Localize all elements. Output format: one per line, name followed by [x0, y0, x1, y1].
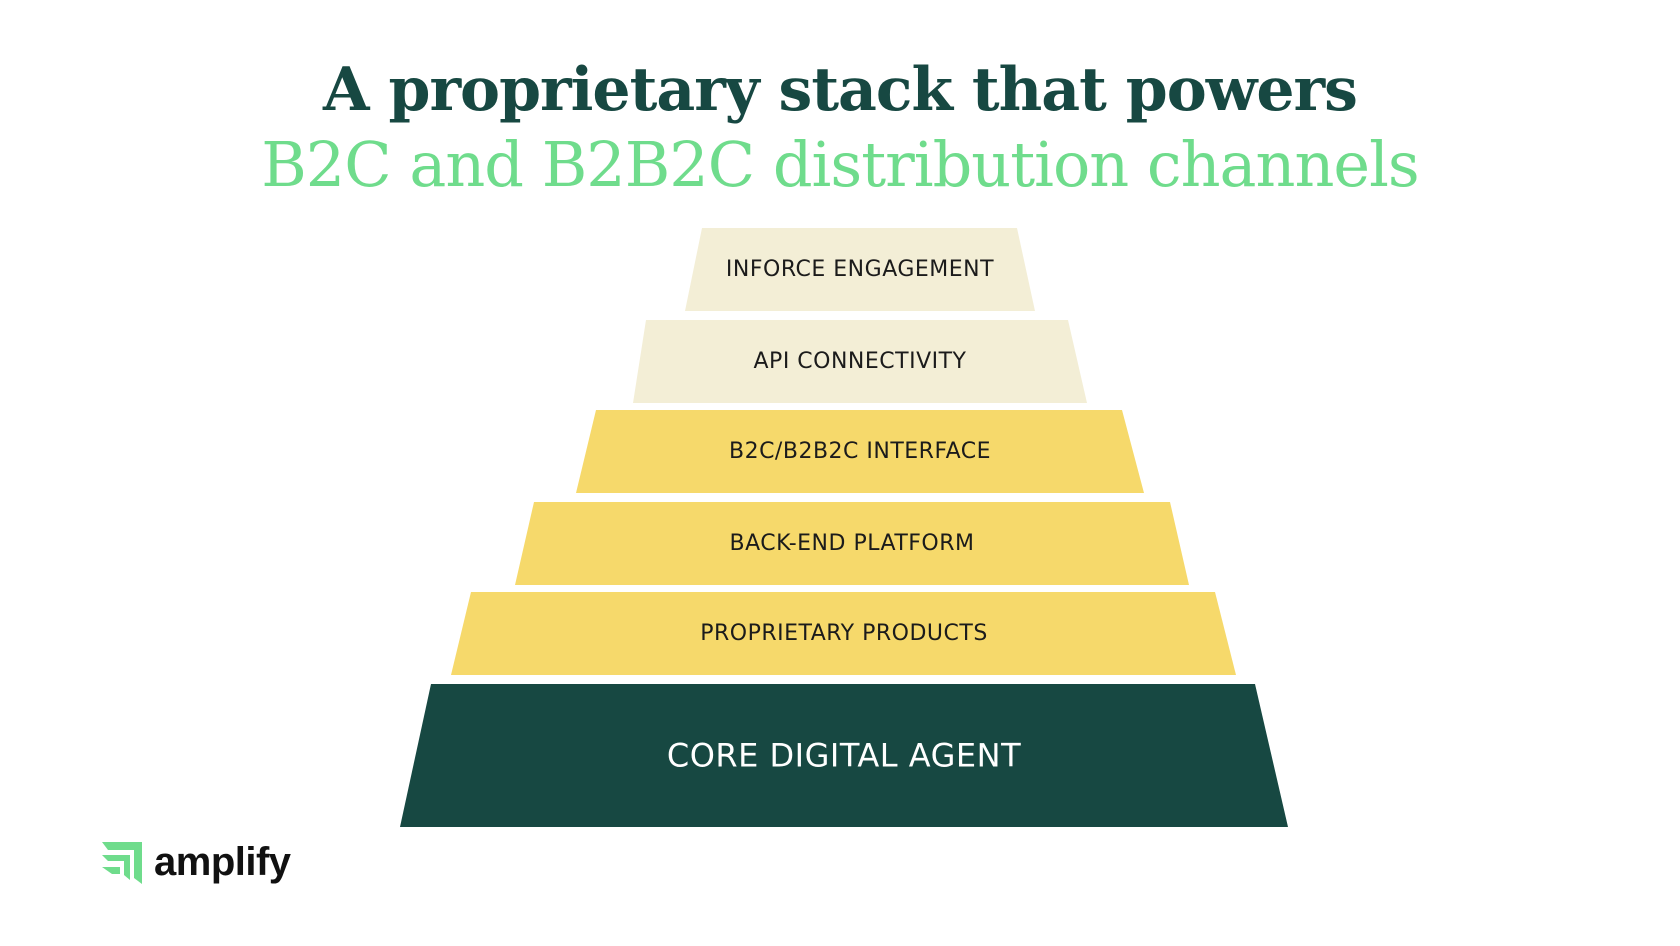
- tier-proprietary-products: PROPRIETARY PRODUCTS: [451, 592, 1236, 675]
- logo-text: amplify: [154, 840, 291, 884]
- tier-b2c-b2b2c-interface-label: B2C/B2B2C INTERFACE: [729, 439, 991, 464]
- tier-core-digital-agent-shape: [400, 684, 1288, 827]
- tier-api-connectivity-shape: [633, 320, 1087, 403]
- tier-core-digital-agent-label: CORE DIGITAL AGENT: [667, 737, 1021, 775]
- amplify-logo: amplify: [102, 840, 291, 885]
- tier-back-end-platform-label: BACK-END PLATFORM: [729, 531, 974, 556]
- tier-inforce-engagement: INFORCE ENGAGEMENT: [685, 228, 1035, 311]
- tier-proprietary-products-label: PROPRIETARY PRODUCTS: [700, 621, 988, 646]
- subheadline: B2C and B2B2C distribution channels: [261, 128, 1419, 201]
- headline: A proprietary stack that powers: [323, 55, 1358, 125]
- tier-b2c-b2b2c-interface: B2C/B2B2C INTERFACE: [576, 410, 1144, 493]
- amplify-logo-icon: [102, 841, 142, 884]
- tier-proprietary-products-shape: [451, 592, 1236, 675]
- tier-back-end-platform-shape: [515, 502, 1189, 585]
- tier-back-end-platform: BACK-END PLATFORM: [515, 502, 1189, 585]
- tier-api-connectivity-label: API CONNECTIVITY: [754, 349, 967, 374]
- tier-core-digital-agent: CORE DIGITAL AGENT: [400, 684, 1288, 827]
- tier-b2c-b2b2c-interface-shape: [576, 410, 1144, 493]
- tier-inforce-engagement-shape: [685, 228, 1035, 311]
- tier-api-connectivity: API CONNECTIVITY: [633, 320, 1087, 403]
- tier-inforce-engagement-label: INFORCE ENGAGEMENT: [726, 257, 994, 282]
